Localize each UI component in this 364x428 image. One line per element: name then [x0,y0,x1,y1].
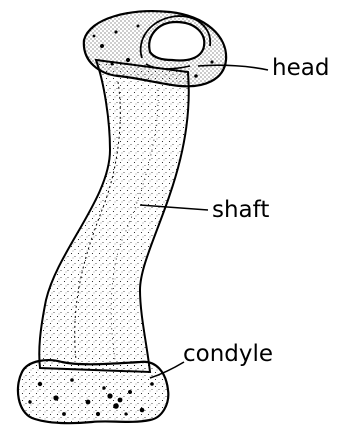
shaft-region [39,60,189,372]
head-label: head [272,57,329,80]
shaft-label: shaft [212,199,269,222]
condyle-region [18,360,168,423]
shaft-outline [39,60,189,372]
condyle-outline [18,360,168,423]
head-articular-surface [149,22,204,60]
condyle-label: condyle [183,343,273,366]
